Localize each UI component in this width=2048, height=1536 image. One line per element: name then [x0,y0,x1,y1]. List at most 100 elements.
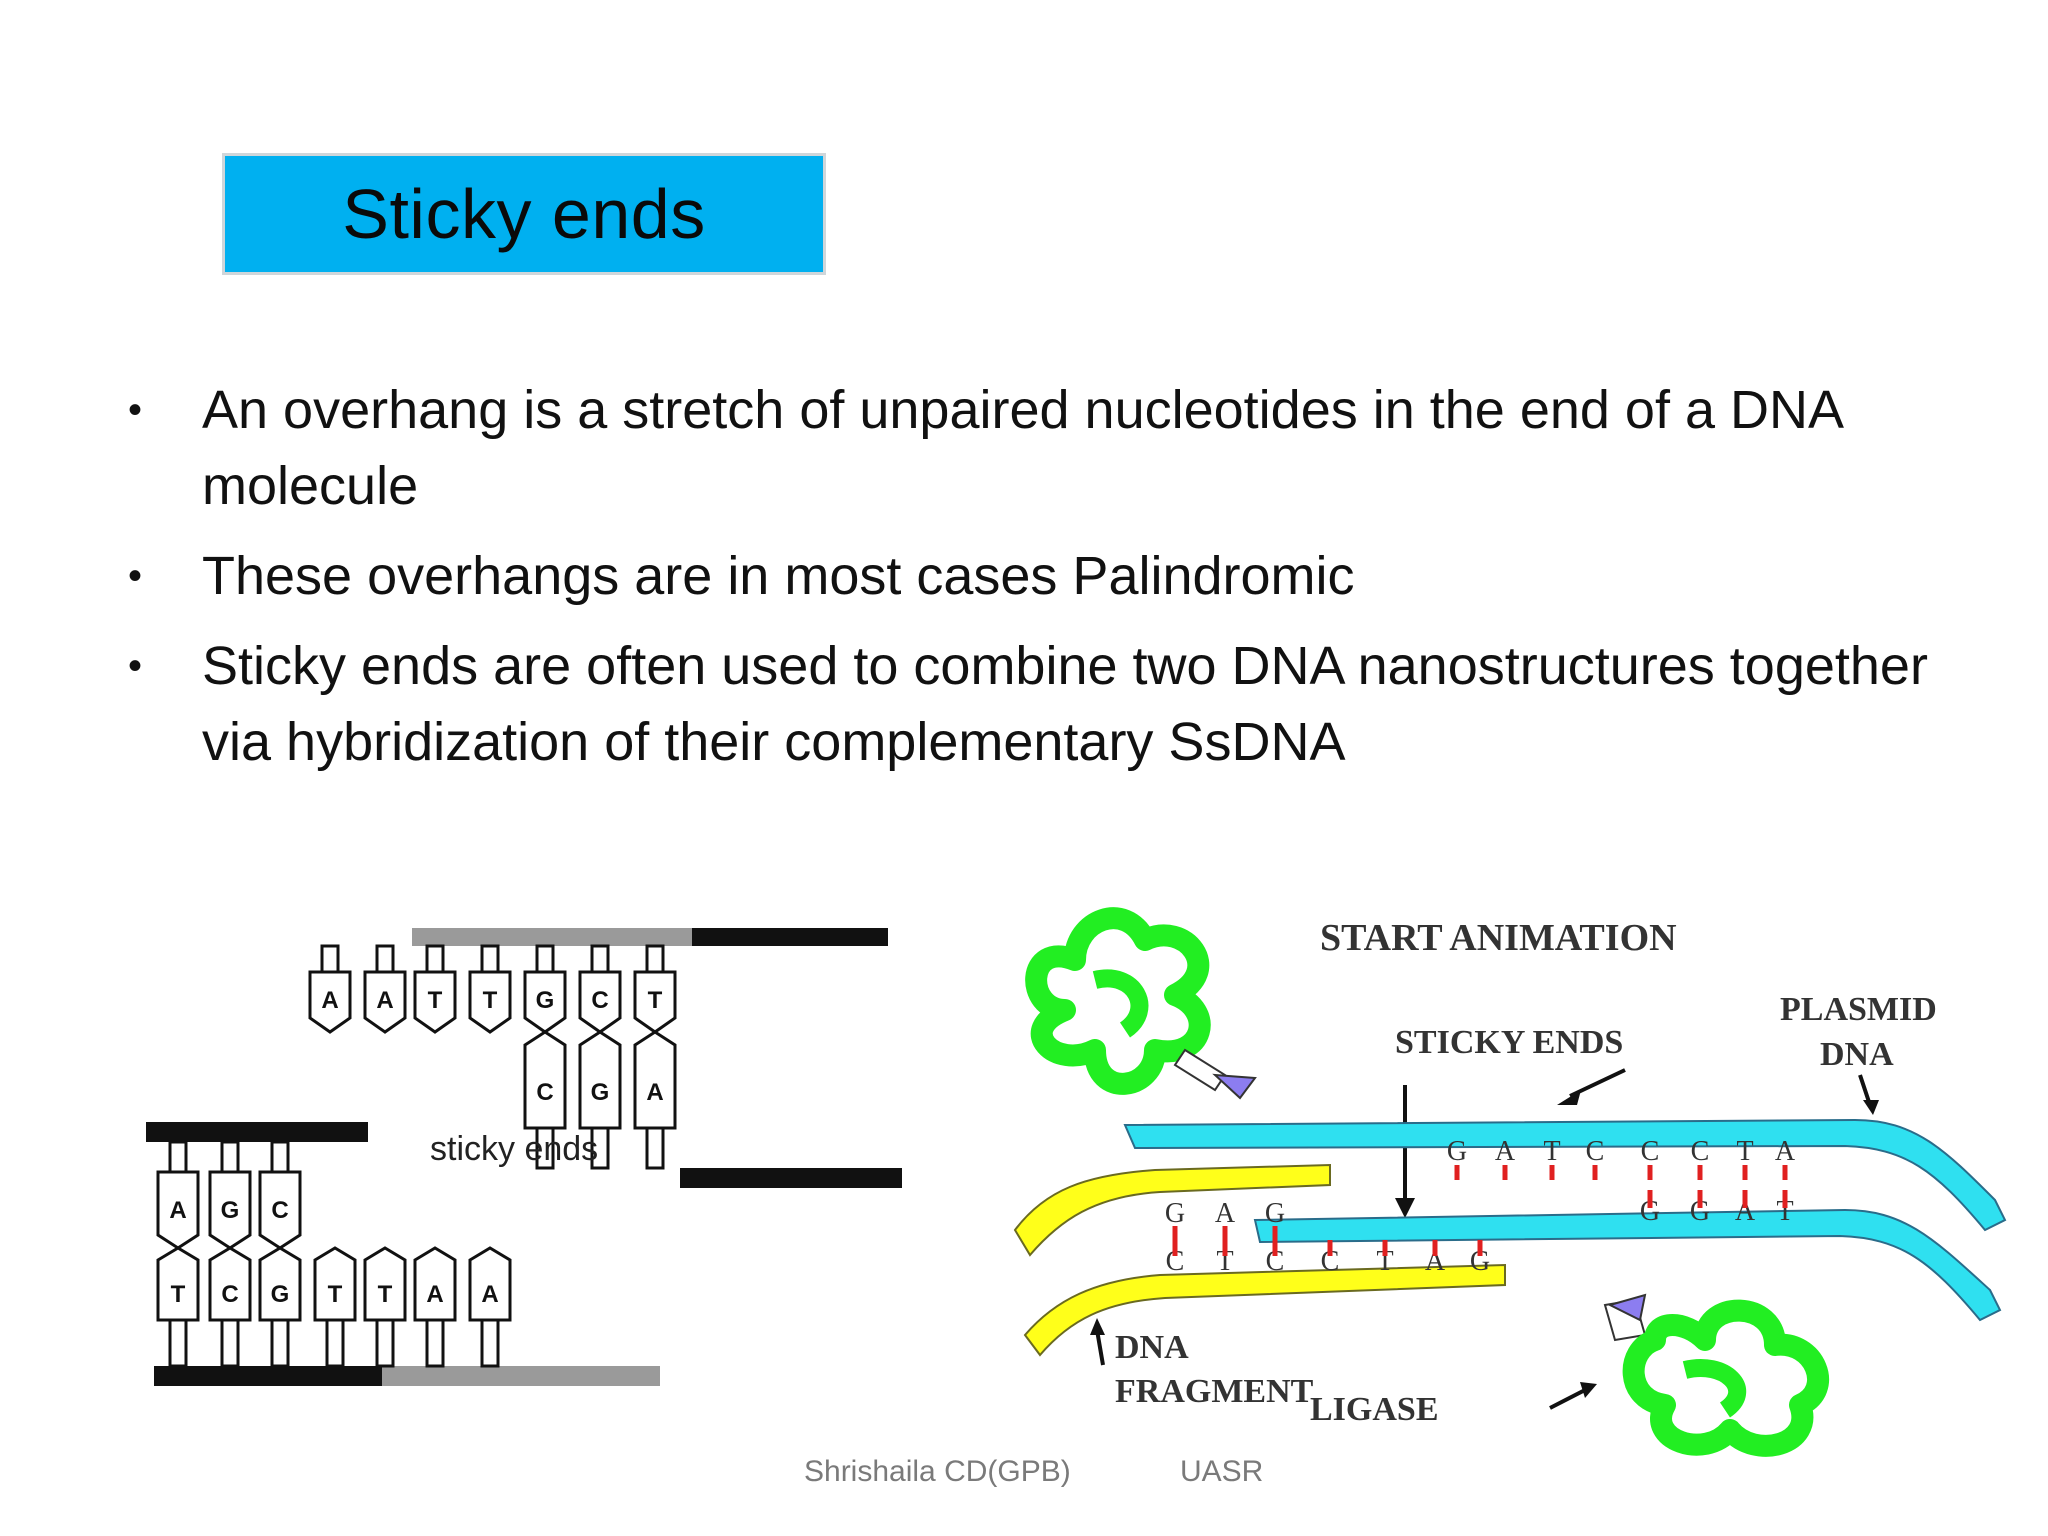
nucleotide-bottom-paired: C [258,1140,302,1250]
bullet-list: • An overhang is a stretch of unpaired n… [120,372,2000,794]
base-letter: A [1775,1136,1796,1167]
nucleotide-top-paired: C [523,1030,567,1170]
base-letter: C [536,1079,553,1106]
base-letter: T [1216,1246,1233,1277]
base-letter: C [1321,1246,1340,1277]
bottom-backbone-grey [382,1366,660,1386]
nucleotide-top-paired: G [578,1030,622,1170]
sticky-ends-label: sticky ends [430,1130,598,1168]
bottom-left-backbone [146,1122,368,1142]
dna-fragment-label-line2: FRAGMENT [1115,1373,1314,1410]
enzyme-blob-bottom [1603,1293,1829,1457]
base-letter: A [1735,1196,1756,1227]
dna-fragment-label-line1: DNA [1115,1329,1189,1366]
nucleotide-bottom: T [313,1246,357,1368]
base-letter: T [1376,1246,1393,1277]
bottom-strand-bases: A G C T C G T T A A [156,1140,512,1368]
sticky-ends-arrow-label: STICKY ENDS [1395,1024,1623,1061]
base-letter: G [1690,1196,1710,1227]
base-letter: C [1586,1136,1605,1167]
start-animation-label: START ANIMATION [1320,917,1677,959]
bullet-item: • These overhangs are in most cases Pali… [120,538,2000,614]
base-letter: T [483,987,498,1014]
nucleotide-bottom: T [156,1246,200,1368]
base-letter: G [221,1197,240,1224]
top-backbone-black [692,928,888,946]
base-letter: G [1447,1136,1467,1167]
bullet-text: Sticky ends are often used to combine tw… [202,636,1928,772]
slide-title: Sticky ends [342,175,706,253]
base-letter: T [328,1281,343,1308]
base-letter: A [1215,1198,1236,1229]
nucleotide-bottom: T [363,1246,407,1368]
base-letter: A [646,1079,663,1106]
base-letter: A [376,987,393,1014]
base-letter: T [1736,1136,1753,1167]
base-letter: A [1495,1136,1516,1167]
base-letter: T [428,987,443,1014]
ligase-label: LIGASE [1310,1391,1439,1428]
base-letter: T [1776,1196,1793,1227]
dna-fragment [1013,1163,1506,1357]
base-letter: G [1165,1198,1185,1229]
base-letter: G [591,1079,610,1106]
bullet-dot: • [127,388,142,432]
nucleotide-top: T [413,944,457,1034]
title-box: Sticky ends [222,153,826,275]
bullet-item: • An overhang is a stretch of unpaired n… [120,372,2000,524]
base-letter: C [591,987,608,1014]
nucleotide-top: C [578,944,622,1034]
nucleotide-top: T [468,944,512,1034]
base-letter: T [378,1281,393,1308]
base-letter: A [1425,1246,1446,1277]
base-letter: G [1265,1198,1285,1229]
bottom-backbone-black [154,1366,382,1386]
footer-institution: UASR [1180,1455,1264,1488]
plasmid-label-line1: PLASMID [1780,991,1937,1028]
nucleotide-top: A [308,944,352,1034]
base-letter: C [1166,1246,1185,1277]
nucleotide-bottom-paired: G [208,1140,252,1250]
base-letter: C [221,1281,238,1308]
bullet-text: These overhangs are in most cases Palind… [202,546,1355,606]
base-letter: T [1543,1136,1560,1167]
bullet-dot: • [127,554,142,598]
nucleotide-top-paired: A [633,1030,677,1170]
base-letter: C [1266,1246,1285,1277]
base-letter: G [536,987,555,1014]
nucleotide-top: A [363,944,407,1034]
nucleotide-top: G [523,944,567,1034]
nucleotide-bottom: A [413,1246,457,1368]
enzyme-blob-top [1025,907,1257,1100]
base-letter: G [1470,1246,1490,1277]
base-letter: A [169,1197,186,1224]
nucleotide-bottom: G [258,1246,302,1368]
bullet-text: An overhang is a stretch of unpaired nuc… [202,380,1842,516]
footer-author: Shrishaila CD(GPB) [804,1455,1071,1488]
nucleotide-top: T [633,944,677,1034]
nucleotide-bottom: A [468,1246,512,1368]
base-letter: A [426,1281,443,1308]
base-letter: C [1691,1136,1710,1167]
base-letter: G [1640,1196,1660,1227]
nucleotide-bottom-paired: A [156,1140,200,1250]
plasmid-label-line2: DNA [1820,1036,1894,1073]
base-letter: G [271,1281,290,1308]
top-right-backbone [680,1168,902,1188]
plasmid-dna [1123,1118,2007,1322]
base-letter: C [1641,1136,1660,1167]
base-letter: A [481,1281,498,1308]
base-letter: C [271,1197,288,1224]
bullet-item: • Sticky ends are often used to combine … [120,628,2000,780]
base-letter: T [171,1281,186,1308]
top-backbone-grey [412,928,692,946]
bullet-dot: • [127,644,142,688]
ligation-diagram: START ANIMATION PLASMID DNA STICKY ENDS … [1013,907,2007,1457]
base-letter: T [648,987,663,1014]
nucleotide-bottom: C [208,1246,252,1368]
